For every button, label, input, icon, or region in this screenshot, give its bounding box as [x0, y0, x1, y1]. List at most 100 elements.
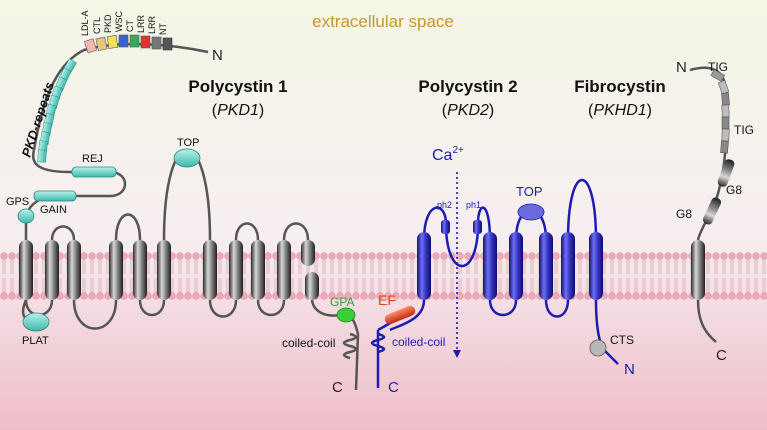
ph2-label: ph2	[437, 200, 452, 210]
pc1-tm-11b	[305, 272, 319, 300]
plat-domain	[22, 312, 50, 332]
gene-fibrocystin: (PKHD1)	[588, 102, 652, 119]
calcium-arrowhead	[453, 350, 461, 358]
gene-polycystin1: (PKD1)	[212, 102, 264, 119]
domain-wsc	[118, 34, 129, 48]
label-pkd: PKD	[103, 14, 113, 33]
pkd-repeats	[37, 58, 77, 163]
domain-pkd	[106, 35, 119, 49]
g8-upper-label: G8	[726, 183, 742, 197]
domain-ldla	[83, 38, 97, 54]
pc2-tm-2	[483, 232, 497, 300]
cts-label: CTS	[610, 333, 634, 347]
pc1-nterm-labels: LDL-A CTL PKD WSC CT LRR LRR NT	[80, 10, 168, 36]
pc1-top-label: TOP	[177, 137, 199, 149]
pc1-tm-4	[109, 240, 123, 300]
pc2-ph1-helix	[473, 220, 482, 234]
label-nt: NT	[158, 23, 168, 35]
pc2-cts-tail	[603, 349, 619, 365]
fibrocystin-cterm-tail	[696, 299, 717, 343]
pc1-n-terminus: N	[212, 47, 223, 64]
pkd-repeat	[37, 149, 47, 163]
pc1-tm-10	[277, 240, 291, 300]
tig-repeat	[720, 140, 729, 154]
pc1-top-domain	[173, 148, 201, 168]
gps-label: GPS	[6, 196, 29, 208]
fibrocystin-tig-repeats	[710, 69, 730, 154]
pc1-tm-11a	[301, 240, 315, 266]
g8-lower-label: G8	[676, 207, 692, 221]
pc1-nterm-domains	[83, 34, 173, 54]
domain-ct	[129, 34, 140, 48]
pc2-ph2-helix	[441, 220, 450, 234]
tig-mid-label: TIG	[734, 123, 754, 137]
domain-lrr-2	[151, 36, 162, 50]
label-ctl: CTL	[92, 17, 102, 34]
gpa-label: GPA	[330, 295, 354, 309]
pc2-nterm-link	[389, 299, 426, 332]
pc2-tm-5	[561, 232, 575, 300]
domain-lrr-1	[140, 35, 151, 49]
title-fibrocystin: Fibrocystin	[574, 77, 666, 96]
pc2-tm-3	[509, 232, 523, 300]
pc2-coiled-coil-label: coiled-coil	[392, 335, 445, 349]
pc2-tm-4	[539, 232, 553, 300]
label-ldla: LDL-A	[80, 10, 90, 36]
pc2-top-domain	[517, 203, 545, 221]
gps-domain	[17, 208, 35, 224]
gain-domain	[33, 190, 77, 202]
pc1-tm-9	[251, 240, 265, 300]
tig-repeat	[721, 128, 730, 142]
pc1-nterm-chain	[32, 42, 209, 151]
pc1-tm-5	[133, 240, 147, 300]
ef-label: EF	[378, 292, 396, 308]
pc2-tm-6	[589, 232, 603, 300]
title-polycystin2: Polycystin 2	[418, 77, 517, 96]
pc2-pore-loop	[422, 206, 492, 268]
label-lrr-1: LRR	[136, 14, 146, 33]
gene-polycystin2: (PKD2)	[442, 102, 494, 119]
pc2-top-label: TOP	[516, 184, 543, 199]
pc2-c-terminus: C	[388, 379, 399, 396]
pc1-tm-2	[45, 240, 59, 300]
pc1-coiled-coil	[342, 332, 358, 360]
pc1-tm-helices	[19, 240, 319, 300]
pc1-tm-1	[19, 240, 33, 300]
g8-lower-domain	[702, 197, 722, 225]
g8-upper-domain	[717, 159, 735, 187]
pc2-n-terminus: N	[624, 361, 635, 378]
pc1-tm-3	[67, 240, 81, 300]
pc1-tm-8	[229, 240, 243, 300]
lipid-bilayer	[0, 252, 767, 300]
pc1-tm-6	[157, 240, 171, 300]
rej-domain	[71, 166, 117, 178]
gain-label: GAIN	[40, 204, 67, 216]
ef-hand-domain	[384, 305, 416, 325]
label-wsc: WSC	[114, 11, 124, 32]
tig-repeat	[721, 92, 730, 106]
domain-ctl	[95, 36, 108, 52]
fibrocystin-n-terminus: N	[676, 59, 687, 76]
tig-repeat	[721, 116, 730, 130]
pc2-coiled-coil	[370, 332, 386, 354]
domain-nt	[162, 37, 173, 51]
title-polycystin1: Polycystin 1	[188, 77, 287, 96]
ph1-label: ph1	[466, 200, 481, 210]
tig-top-label: TIG	[708, 60, 728, 74]
label-lrr-2: LRR	[147, 15, 157, 34]
extracellular-label: extracellular space	[312, 12, 454, 31]
calcium-label: Ca2+	[432, 145, 464, 164]
tig-repeat	[721, 104, 730, 118]
pc2-tm-1	[417, 232, 431, 300]
plat-label: PLAT	[22, 335, 49, 347]
fibrocystin-c-terminus: C	[716, 347, 727, 364]
gpa-domain	[336, 307, 356, 323]
pc2-tm-helices	[417, 220, 603, 300]
pc1-tm-7	[203, 240, 217, 300]
pc1-coiled-coil-label: coiled-coil	[282, 336, 335, 350]
label-ct: CT	[125, 20, 135, 32]
fibrocystin-tm	[691, 240, 705, 300]
rej-label: REJ	[82, 153, 103, 165]
